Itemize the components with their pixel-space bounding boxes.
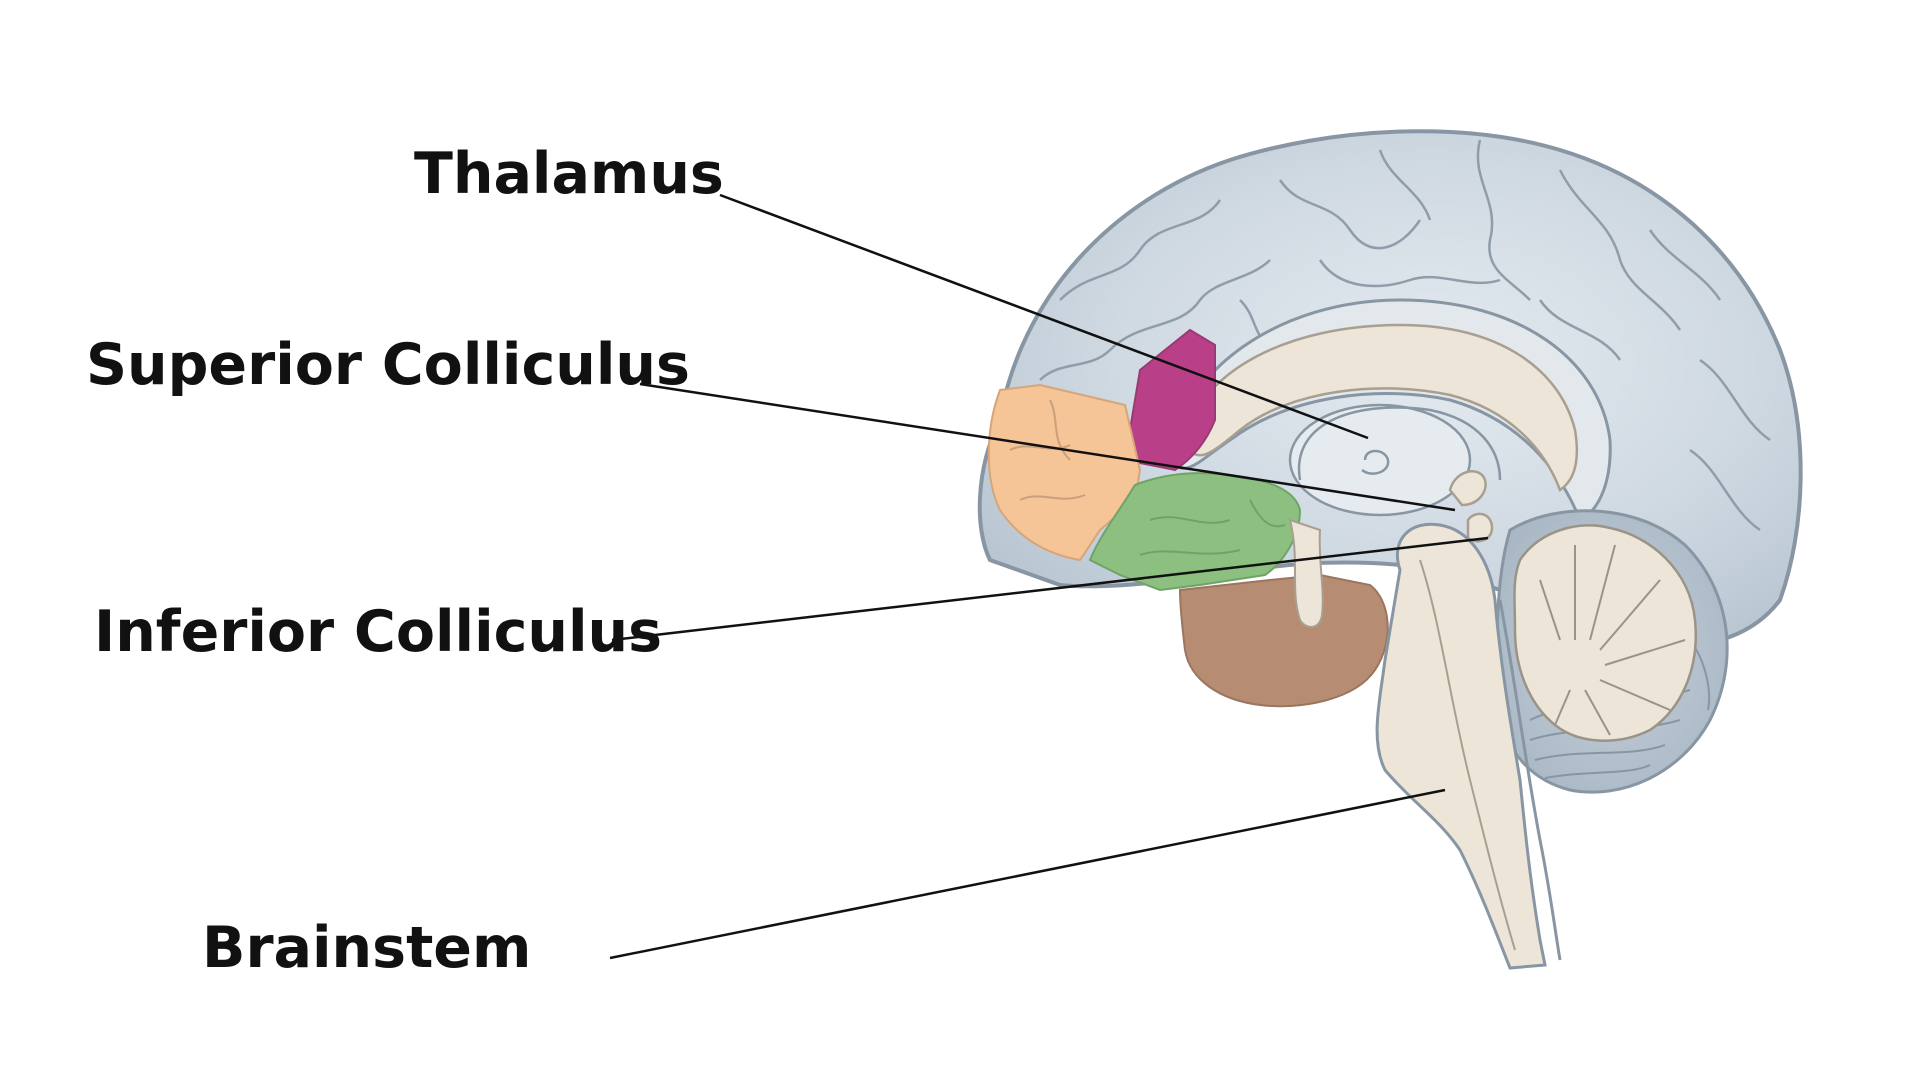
inferior-colliculus-structure bbox=[1466, 512, 1494, 543]
arbor-vitae bbox=[1513, 524, 1697, 742]
leader-lines bbox=[609, 193, 1489, 960]
leader-line-thalamus bbox=[719, 193, 1369, 440]
label-inferior-colliculus: Inferior Colliculus bbox=[94, 599, 663, 665]
arbor-vitae-branches bbox=[1539, 544, 1686, 736]
superior-colliculus-structure bbox=[1448, 470, 1487, 507]
label-brainstem: Brainstem bbox=[202, 915, 532, 981]
thalamus-structure bbox=[1288, 403, 1472, 517]
leader-line-brainstem bbox=[609, 788, 1446, 960]
green-region bbox=[1088, 472, 1302, 592]
brainstem-structure bbox=[1375, 522, 1547, 970]
corpus-callosum bbox=[1183, 323, 1579, 492]
label-superior-colliculus: Superior Colliculus bbox=[86, 332, 690, 398]
green-region-sulci bbox=[1139, 499, 1286, 556]
thalamus-swirl bbox=[1361, 449, 1390, 475]
brainstem-outer bbox=[1498, 599, 1562, 961]
infundibulum bbox=[1288, 518, 1324, 628]
brainstem-inner-line bbox=[1419, 559, 1516, 951]
fornix-arc bbox=[1297, 406, 1502, 481]
leader-line-inferior-colliculus bbox=[611, 536, 1489, 642]
magenta-region bbox=[1123, 328, 1216, 472]
brown-region bbox=[1178, 573, 1389, 708]
cortex-sulci bbox=[1039, 139, 1771, 532]
leader-line-superior-colliculus bbox=[639, 382, 1456, 512]
label-thalamus: Thalamus bbox=[414, 141, 724, 207]
orange-region-sulci bbox=[1009, 399, 1086, 501]
